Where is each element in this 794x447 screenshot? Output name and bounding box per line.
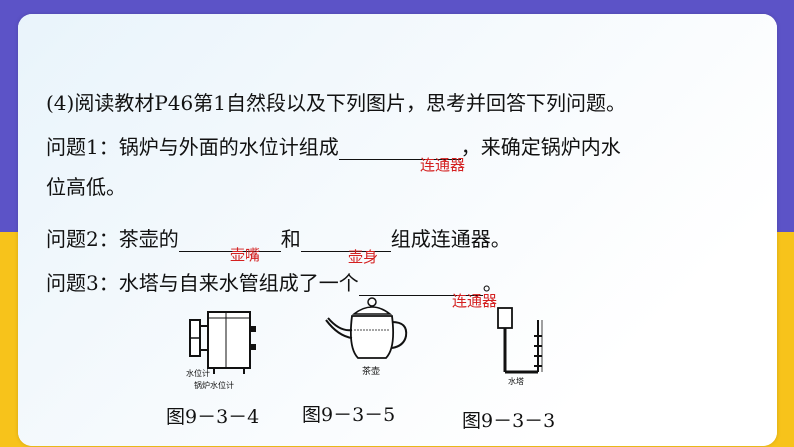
water-tower-label: 水塔 bbox=[508, 377, 524, 386]
question-2: 问题2：茶壶的 和 组成连通器。 bbox=[46, 226, 511, 252]
question-2-answer-1: 壶嘴 bbox=[230, 246, 261, 264]
boiler-water-gauge-figure bbox=[189, 311, 256, 374]
question-2-prefix: 问题2：茶壶的 bbox=[46, 227, 179, 251]
teapot-label: 茶壶 bbox=[362, 367, 381, 377]
boiler-label: 锅炉水位计 bbox=[194, 381, 234, 390]
question-1-prefix: 问题1：锅炉与外面的水位计组成 bbox=[46, 135, 339, 159]
question-3-answer: 连通器 bbox=[452, 292, 498, 310]
content-card: (4)阅读教材P46第1自然段以及下列图片，思考并回答下列问题。 问题1：锅炉与… bbox=[18, 14, 777, 446]
boiler-gauge-label: 水位计 bbox=[186, 369, 210, 378]
question-3-blank[interactable] bbox=[358, 275, 483, 296]
question-3-prefix: 问题3：水塔与自来水管组成了一个 bbox=[46, 271, 359, 295]
figure-caption-teapot: 图9－3－5 bbox=[302, 404, 396, 426]
teapot-figure bbox=[325, 297, 408, 359]
question-intro: (4)阅读教材P46第1自然段以及下列图片，思考并回答下列问题。 bbox=[46, 91, 626, 115]
question-2-blank-2[interactable] bbox=[300, 231, 391, 252]
question-2-answer-2: 壶身 bbox=[348, 248, 379, 266]
question-1-suffix: ，来确定锅炉内水 bbox=[460, 135, 621, 159]
question-1: 问题1：锅炉与外面的水位计组成 ，来确定锅炉内水 bbox=[46, 134, 621, 160]
question-1-line2: 位高低。 bbox=[46, 175, 126, 199]
question-2-middle: 和 bbox=[280, 227, 301, 251]
water-tower-figure bbox=[497, 307, 543, 374]
question-2-suffix: 组成连通器。 bbox=[390, 227, 511, 251]
figure-caption-boiler: 图9－3－4 bbox=[166, 406, 260, 428]
question-1-answer: 连通器 bbox=[420, 156, 466, 174]
card-gradient bbox=[18, 14, 777, 446]
question-3-suffix: 。 bbox=[482, 271, 503, 295]
figure-caption-tower: 图9－3－3 bbox=[462, 410, 556, 432]
question-2-blank-1[interactable] bbox=[178, 231, 281, 252]
question-3: 问题3：水塔与自来水管组成了一个 。 bbox=[46, 270, 503, 296]
question-1-blank[interactable] bbox=[338, 139, 461, 160]
